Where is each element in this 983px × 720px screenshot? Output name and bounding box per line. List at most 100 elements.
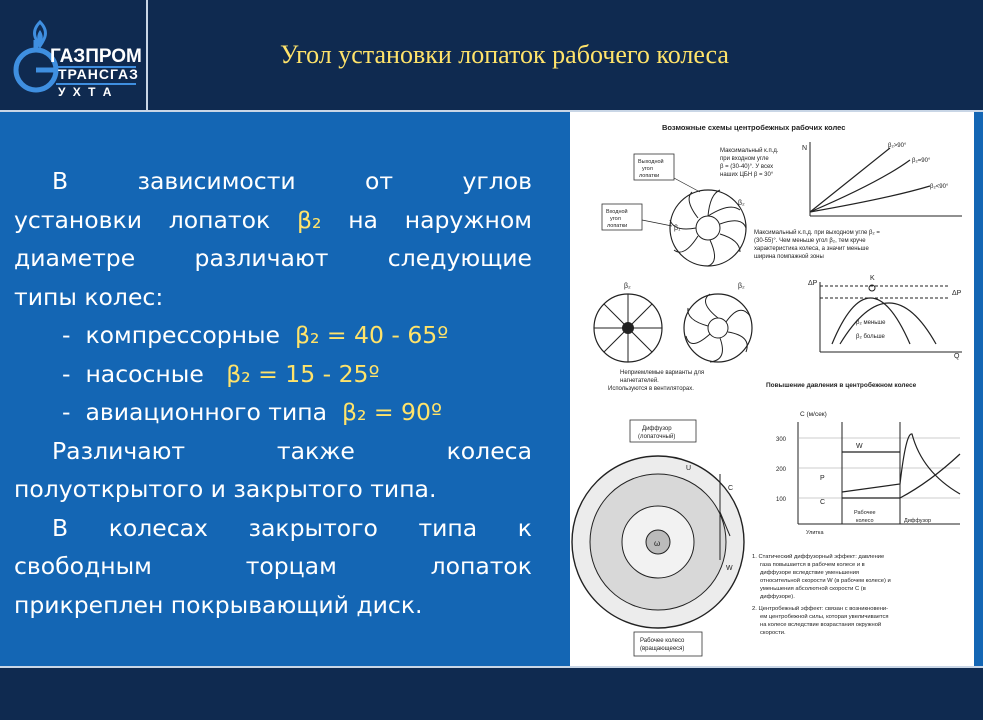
- figure-heading: Возможные схемы центробежных рабочих кол…: [662, 123, 845, 132]
- bullet-label: компрессорные: [85, 321, 280, 349]
- word: от: [365, 167, 394, 195]
- beta2-label: β₂: [738, 200, 745, 207]
- footer-divider: [0, 666, 983, 668]
- paragraph-3-line-1: В колесах закрытого типа к: [14, 509, 532, 548]
- beta1-label: β₁: [674, 225, 681, 232]
- curve-p-label: P: [820, 475, 825, 482]
- note-max-efficiency-exit: ширина помпажной зоны: [754, 253, 824, 260]
- zone-label: колесо: [856, 518, 874, 524]
- word: следующие: [387, 244, 532, 272]
- beta2-label: β₂: [738, 283, 745, 290]
- note-max-efficiency: наших ЦБН β = 30°: [720, 172, 774, 178]
- label-entry-angle: лопатки: [607, 223, 627, 229]
- word: к: [517, 513, 532, 542]
- bullet-dash: -: [62, 359, 71, 388]
- note-centrifugal-effect: скорости.: [760, 630, 786, 636]
- axis-q-label: Q: [954, 353, 960, 360]
- diffuser-label: (лопаточный): [638, 433, 675, 440]
- bullet-label: насосные: [85, 359, 204, 388]
- curve-label: β₂=90°: [912, 158, 931, 164]
- word: свободным: [14, 552, 152, 580]
- label-exit-angle: угол: [642, 166, 653, 172]
- paragraph-3-line-3: прикреплен покрывающий диск.: [14, 590, 423, 619]
- word: В: [52, 167, 69, 195]
- note-static-effect: уменьшения абсолютной скорости C (в: [760, 585, 866, 592]
- word: лопаток: [168, 205, 271, 234]
- label-entry-angle: угол: [610, 216, 621, 222]
- word: лопаток: [430, 552, 532, 580]
- caption-blowers: Неприемлемые варианты для: [620, 370, 704, 376]
- paragraph-3-line-2: свободным торцам лопаток: [14, 547, 532, 586]
- point-k-label: K: [870, 275, 875, 282]
- impeller-label: (вращающееся): [640, 646, 684, 652]
- axis-dp-label: ΔP: [952, 290, 962, 297]
- impeller-diagram-figure: Возможные схемы центробежных рабочих кол…: [570, 112, 974, 668]
- word: установки: [14, 205, 142, 234]
- vector-w-label: W: [726, 565, 733, 572]
- word: зависимости: [137, 167, 296, 195]
- zone-label: Рабочее: [854, 510, 876, 516]
- logo-line3: У Х Т А: [58, 85, 113, 99]
- label-entry-angle: Входной: [606, 208, 628, 215]
- zone-label: Диффузор: [904, 518, 931, 524]
- paragraph-2-line-2: полуоткрытого и закрытого типа.: [14, 475, 437, 503]
- logo-line2: ТРАНСГАЗ: [58, 66, 139, 82]
- wheel-type-compressor: - компрессорные β₂ = 40 - 65º: [14, 316, 532, 355]
- word: Различают: [52, 436, 186, 465]
- velocity-chart: C (м/сек) 300 200 100 P C W Улитка Рабоч…: [776, 411, 961, 536]
- note-max-efficiency: при входном угле: [720, 156, 769, 162]
- logo-line1: ГАЗПРОМ: [50, 46, 142, 67]
- word: наружном: [404, 205, 532, 234]
- caption-blowers: нагнетателей.: [620, 377, 659, 384]
- note-static-effect: относительной скорости W (в рабочем коле…: [760, 577, 891, 584]
- axis-n-label: N: [802, 145, 807, 152]
- word: углов: [462, 167, 532, 195]
- word: типа: [418, 513, 478, 542]
- bullet-value: β₂ = 15 - 25º: [226, 359, 380, 388]
- label-exit-angle: лопатки: [639, 173, 659, 179]
- word: также: [276, 436, 355, 465]
- word: закрытого: [248, 513, 378, 542]
- note-centrifugal-effect: 2. Центробежный эффект: связан с возникн…: [752, 605, 888, 612]
- impeller-backward-blades: [669, 189, 747, 267]
- chart-ylabel: C (м/сек): [800, 411, 827, 418]
- word: В: [52, 513, 69, 542]
- impeller-cross-section: [571, 455, 745, 629]
- curve-c-label: C: [820, 499, 825, 506]
- body-text: В зависимости от углов установки лопаток…: [14, 162, 532, 624]
- curve-w-label: W: [856, 443, 863, 450]
- label-exit-angle: Выходной: [638, 158, 664, 165]
- bullet-dash: -: [62, 321, 71, 349]
- word: диаметре: [14, 244, 136, 272]
- ytick: 200: [776, 467, 787, 473]
- note-centrifugal-effect: ем центробежной силы, которая увеличивае…: [760, 613, 889, 620]
- omega-label: ω: [654, 539, 660, 548]
- word: колесах: [108, 513, 208, 542]
- curve-label: β₂<90°: [930, 184, 949, 190]
- note-max-efficiency: Максимальный к.п.д.: [720, 147, 779, 154]
- note-centrifugal-effect: на колесе вследствие возрастания окружно…: [760, 621, 881, 628]
- paragraph-2-line-1: Различают также колеса: [14, 432, 532, 471]
- note-max-efficiency-exit: (30-55)°. Чем меньше угол β₂, тем круче: [754, 238, 866, 244]
- axis-dp-label: ΔP: [808, 280, 818, 287]
- word: различают: [194, 244, 329, 272]
- power-curves-chart: N β₂>90° β₂=90° β₂<90°: [802, 142, 962, 217]
- company-logo: ГАЗПРОМ ТРАНСГАЗ У Х Т А: [0, 0, 148, 110]
- paragraph-1-line-4: типы колес:: [14, 282, 164, 311]
- bullet-label: авиационного типа: [85, 398, 328, 426]
- note-max-efficiency-exit: Максимальный к.п.д. при выходном угле β₂…: [754, 229, 880, 236]
- word: колеса: [446, 436, 532, 465]
- slide-header: ГАЗПРОМ ТРАНСГАЗ У Х Т А Угол установки …: [0, 0, 983, 112]
- bullet-dash: -: [62, 398, 71, 426]
- beta2-symbol: β₂: [296, 205, 322, 234]
- diffuser-label: Диффузор: [642, 426, 672, 432]
- header-divider: [0, 110, 983, 112]
- impeller-label: Рабочее колесо: [640, 638, 685, 644]
- vector-u-label: U: [686, 465, 691, 472]
- note-static-effect: 1. Статический диффузорный эффект: давле…: [752, 553, 884, 560]
- wheel-type-pump: - насосные β₂ = 15 - 25º: [14, 355, 532, 394]
- beta2-label: β₂: [624, 283, 631, 290]
- slide-title: Угол установки лопаток рабочего колеса: [280, 40, 729, 69]
- bullet-value: β₂ = 90º: [342, 398, 443, 426]
- word: торцам: [245, 552, 337, 580]
